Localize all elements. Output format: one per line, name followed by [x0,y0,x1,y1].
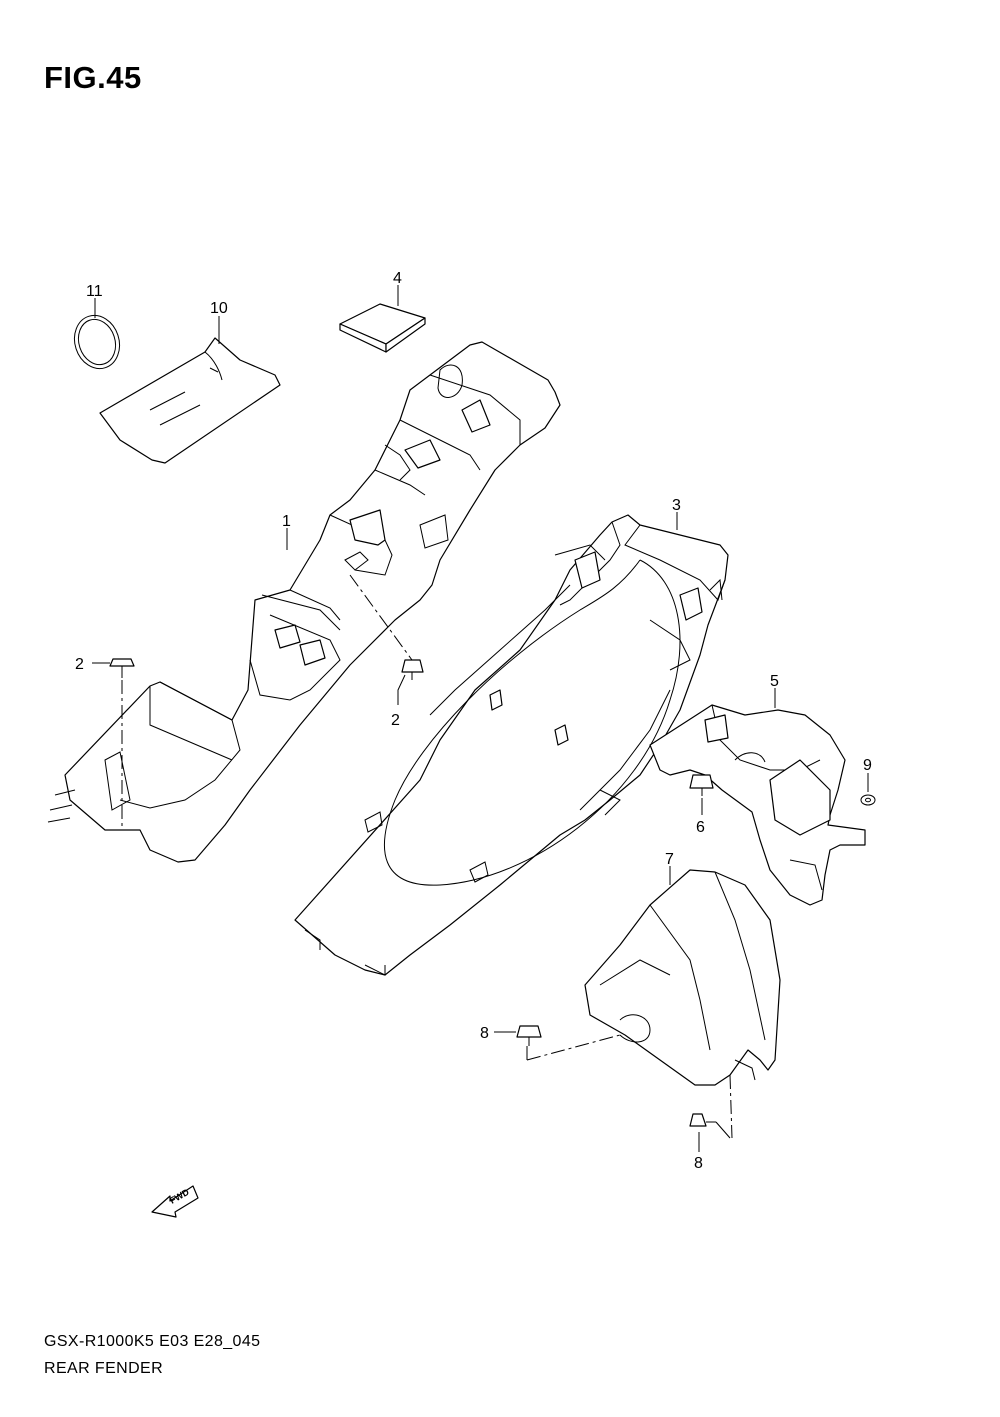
bolt-2b [401,659,424,680]
figure-title: FIG.45 [44,60,142,95]
leader-lines [92,285,869,1152]
bolt-2a [109,658,135,678]
model-code: GSX-R1000K5 E03 E28_045 [44,1333,261,1350]
bolt-8b [689,1113,716,1127]
part-1-rear-fender [47,341,561,863]
section-name: REAR FENDER [44,1360,164,1377]
callout-3: 3 [672,497,681,514]
callout-4: 4 [393,270,402,287]
callout-1: 1 [282,513,291,530]
part-4-pad [339,303,426,353]
bolt-8a [516,1025,542,1046]
callout-6: 6 [696,819,705,836]
callout-8-bottom: 8 [694,1155,703,1172]
callout-8-left: 8 [480,1025,489,1042]
callout-10: 10 [210,300,228,317]
washer-9 [860,794,876,806]
fwd-arrow-icon: FWD [151,1185,199,1218]
part-7-mudguard [584,869,781,1086]
callout-2-left: 2 [75,656,84,673]
part-10-tool-bag [99,337,281,464]
callout-2-center: 2 [391,712,400,729]
callout-9: 9 [863,757,872,774]
part-5-license-bracket [649,704,866,906]
bolt-6 [689,774,714,796]
assembly-lines [121,574,733,1139]
callout-5: 5 [770,673,779,690]
callout-11: 11 [86,283,103,300]
callout-7: 7 [665,851,674,868]
part-3-inner-fender [294,514,729,976]
part-11-band [73,314,121,370]
